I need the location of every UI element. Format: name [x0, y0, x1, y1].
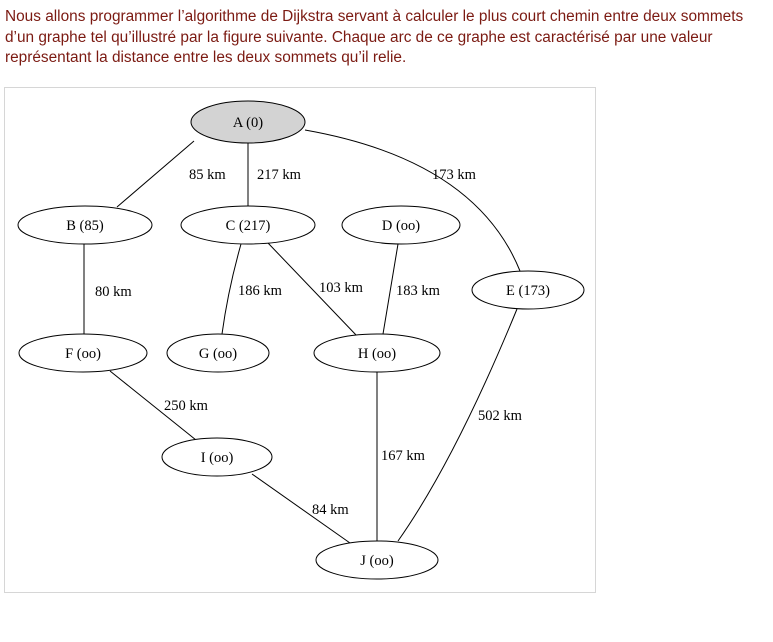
node-label-g: G (oo) [199, 346, 237, 362]
node-shape-b [17, 205, 153, 245]
edge-label-c-h: 103 km [319, 280, 364, 296]
graph-edges [83, 129, 521, 544]
node-shape-e [471, 270, 585, 310]
node-b: B (85) [17, 205, 153, 245]
node-label-c: C (217) [226, 218, 271, 234]
node-label-j: J (oo) [360, 553, 394, 569]
edge-c-h [267, 242, 358, 337]
edge-label-c-g: 186 km [238, 283, 283, 299]
node-g: G (oo) [166, 333, 270, 373]
node-label-b: B (85) [66, 218, 104, 234]
edge-e-j [397, 308, 518, 542]
node-shape-d [341, 205, 461, 245]
node-j: J (oo) [315, 540, 439, 580]
edge-d-h [382, 243, 399, 335]
edge-label-e-j: 502 km [478, 408, 523, 424]
node-c: C (217) [180, 205, 316, 245]
node-f: F (oo) [18, 333, 148, 373]
node-d: D (oo) [341, 205, 461, 245]
intro-line: représentant la distance entre les deux … [5, 49, 407, 66]
edge-label-f-i: 250 km [164, 398, 209, 414]
node-label-h: H (oo) [358, 346, 396, 362]
node-label-i: I (oo) [201, 450, 234, 466]
edge-a-b [116, 140, 195, 208]
edge-label-d-h: 183 km [396, 283, 441, 299]
edge-c-g [221, 243, 242, 335]
node-i: I (oo) [161, 437, 273, 477]
node-label-e: E (173) [506, 283, 550, 299]
edge-label-b-f: 80 km [95, 284, 132, 300]
edge-f-i [109, 370, 197, 441]
node-shape-j [315, 540, 439, 580]
node-shape-h [313, 333, 441, 373]
node-label-f: F (oo) [65, 346, 101, 362]
graph-nodes: A (0) B (85) C (217) D (oo) E (173) F (oo) G (… [17, 100, 585, 580]
intro-line: Nous allons programmer l’algorithme de D… [5, 8, 744, 25]
edge-label-a-c: 217 km [257, 167, 302, 183]
graph-edge-labels: 85 km 217 km 173 km 80 km 186 km 103 km 183 km… [95, 167, 523, 518]
edge-a-e [304, 129, 521, 272]
node-shape-i [161, 437, 273, 477]
edge-label-i-j: 84 km [312, 502, 349, 518]
node-label-a: A (0) [233, 115, 263, 131]
node-label-d: D (oo) [382, 218, 420, 234]
node-e: E (173) [471, 270, 585, 310]
node-h: H (oo) [313, 333, 441, 373]
edge-label-h-j: 167 km [381, 448, 426, 464]
node-a: A (0) [190, 100, 306, 144]
node-shape-g [166, 333, 270, 373]
node-shape-a [190, 100, 306, 144]
edge-label-a-e: 173 km [432, 167, 477, 183]
intro-line: d’un graphe tel qu’illustré par la figur… [5, 28, 713, 46]
node-shape-c [180, 205, 316, 245]
edge-i-j [251, 473, 351, 544]
graph-figure-frame [4, 87, 596, 593]
node-shape-f [18, 333, 148, 373]
edge-label-a-b: 85 km [189, 167, 226, 183]
intro-paragraph: Nous allons programmer l’algorithme de D… [5, 7, 773, 69]
